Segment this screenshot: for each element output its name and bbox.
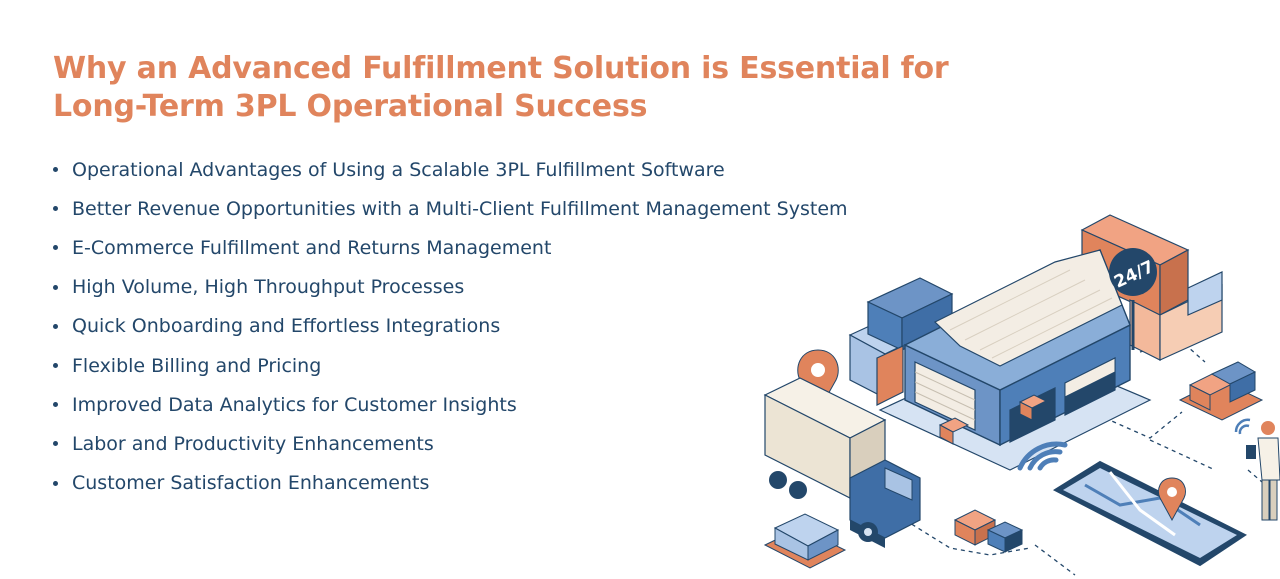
page-title: Why an Advanced Fulfillment Solution is … — [53, 50, 1033, 126]
list-item-text: Flexible Billing and Pricing — [72, 354, 322, 377]
list-item: High Volume, High Throughput Processes — [53, 268, 848, 307]
list-item-text: Better Revenue Opportunities with a Mult… — [72, 197, 848, 220]
list-item: Better Revenue Opportunities with a Mult… — [53, 189, 848, 228]
bullet-icon — [53, 480, 58, 486]
location-pin-icon-truck — [797, 349, 839, 414]
list-item-text: High Volume, High Throughput Processes — [72, 276, 465, 299]
bullet-icon — [53, 441, 58, 447]
worker-person — [1234, 418, 1280, 521]
bullet-icon — [53, 323, 58, 329]
bullet-icon — [53, 402, 58, 408]
bullet-icon — [53, 206, 58, 212]
list-item: Flexible Billing and Pricing — [53, 346, 848, 385]
list-item: Improved Data Analytics for Customer Ins… — [53, 385, 848, 424]
list-item-text: Improved Data Analytics for Customer Ins… — [72, 393, 517, 416]
warehouse-illustration: 24/7 — [763, 214, 1280, 576]
list-item-text: Operational Advantages of Using a Scalab… — [72, 158, 725, 181]
title-line-2: Long-Term 3PL Operational Success — [53, 89, 648, 124]
support-badge: 24/7 — [1109, 248, 1157, 350]
pallet-boxes-left — [763, 513, 847, 569]
list-item: Operational Advantages of Using a Scalab… — [53, 150, 848, 189]
container-stack-left — [848, 277, 954, 406]
list-item-text: Customer Satisfaction Enhancements — [72, 472, 430, 495]
list-item: Customer Satisfaction Enhancements — [53, 464, 848, 503]
location-pin-icon — [1158, 477, 1186, 522]
feature-list: Operational Advantages of Using a Scalab… — [53, 150, 848, 503]
list-item: Quick Onboarding and Effortless Integrat… — [53, 307, 848, 346]
list-item-text: E-Commerce Fulfillment and Returns Manag… — [72, 236, 552, 259]
phone-map — [1052, 460, 1247, 567]
list-item: E-Commerce Fulfillment and Returns Manag… — [53, 228, 848, 267]
pallet-boxes-right — [1178, 361, 1264, 421]
bullet-icon — [53, 284, 58, 290]
list-item-text: Quick Onboarding and Effortless Integrat… — [72, 315, 501, 338]
bullet-icon — [53, 167, 58, 173]
wifi-icon — [1017, 441, 1068, 471]
bullet-icon — [53, 363, 58, 369]
bullet-icon — [53, 245, 58, 251]
list-item: Labor and Productivity Enhancements — [53, 424, 848, 463]
list-item-text: Labor and Productivity Enhancements — [72, 432, 434, 455]
delivery-truck — [763, 377, 921, 548]
boxes-middle — [953, 509, 1024, 553]
warehouse-building — [903, 249, 1131, 447]
title-line-1: Why an Advanced Fulfillment Solution is … — [53, 51, 949, 86]
